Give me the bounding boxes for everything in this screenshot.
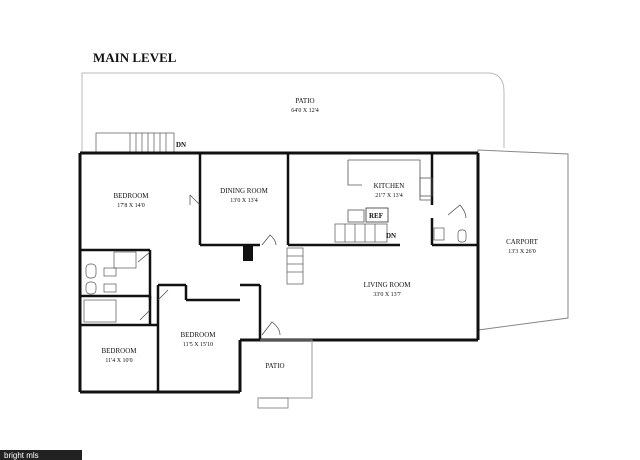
watermark-text: bright mls [4, 451, 39, 460]
bedroom2-name: BEDROOM [180, 331, 216, 339]
patio-bottom-step [257, 397, 289, 409]
living-dims: 33'0 X 13'7 [373, 292, 401, 298]
interior-walls [80, 153, 478, 392]
bedroom3-dims: 11'4 X 10'0 [105, 358, 132, 364]
carport-name: CARPORT [506, 238, 539, 246]
bedroom3-name: BEDROOM [101, 347, 137, 355]
kitchen-name: KITCHEN [374, 182, 405, 190]
stairs-kitchen [334, 223, 388, 243]
plan-title: MAIN LEVEL [93, 50, 177, 65]
patio-top-outline [81, 72, 505, 152]
patio-top-dims: 64'0 X 12'4 [291, 108, 319, 114]
stairs-top [95, 132, 175, 154]
dining-name: DINING ROOM [220, 187, 268, 195]
watermark-bar [0, 450, 82, 460]
ref-label: REF [369, 212, 383, 220]
patio-top-name: PATIO [295, 97, 314, 105]
dn-label-mid: DN [386, 232, 396, 240]
patio-bottom-name: PATIO [265, 362, 284, 370]
door-swings [137, 194, 467, 336]
bath-fixtures [83, 227, 467, 323]
carport-dims: 13'3 X 26'0 [508, 249, 536, 255]
ref-box [365, 207, 389, 223]
dn-label-top: DN [176, 141, 186, 149]
kitchen-counters [347, 159, 433, 223]
outer-walls [78, 151, 480, 394]
living-name: LIVING ROOM [364, 281, 412, 289]
bedroom1-name: BEDROOM [113, 192, 149, 200]
kitchen-dims: 21'7 X 13'4 [375, 193, 403, 199]
bedroom1-dims: 17'8 X 14'0 [117, 203, 145, 209]
wall-block [243, 245, 253, 261]
stairs-living [286, 247, 304, 285]
bedroom2-dims: 11'5 X 15'10 [183, 342, 213, 348]
dining-dims: 13'0 X 13'4 [230, 198, 258, 204]
